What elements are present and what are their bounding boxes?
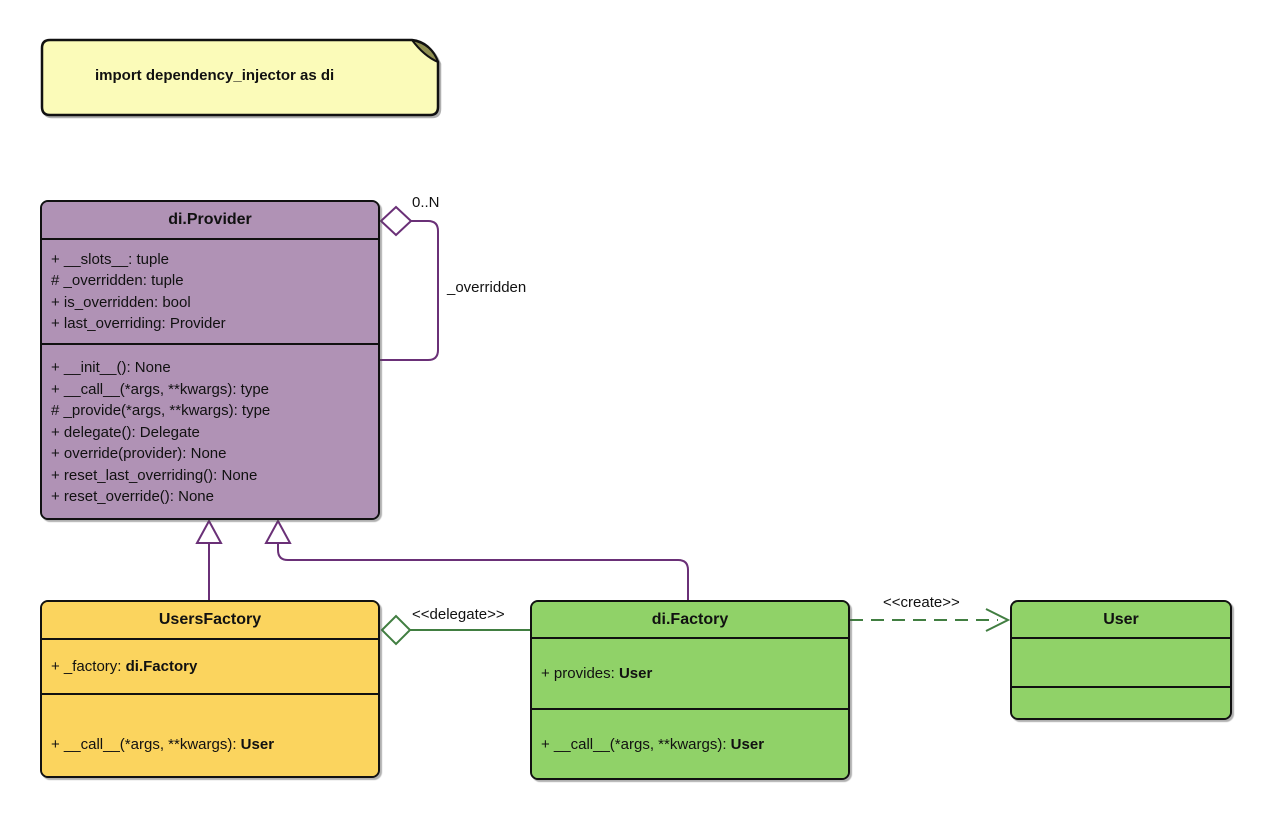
open-arrowhead	[985, 608, 1011, 632]
multiplicity-label: 0..N	[412, 194, 440, 211]
class-di-factory: di.Factory + provides: User + __call__(*…	[530, 600, 850, 780]
methods-compartment: + __init__(): None + __call__(*args, **k…	[42, 345, 378, 518]
attributes-compartment	[1012, 639, 1230, 688]
delegate-stereotype-label: <<delegate>>	[412, 606, 505, 623]
class-user: User	[1010, 600, 1232, 720]
methods-compartment	[1012, 688, 1230, 718]
attribute: + __slots__: tuple	[51, 250, 170, 268]
attributes-compartment: + _factory: di.Factory	[42, 640, 378, 695]
class-title: di.Provider	[42, 202, 378, 240]
class-di-provider: di.Provider + __slots__: tuple # _overri…	[40, 200, 380, 520]
inheritance-usersfactory-connector	[195, 518, 223, 600]
method: + override(provider): None	[51, 445, 227, 463]
note-import-statement: import dependency_injector as di	[95, 67, 335, 84]
aggregation-overridden-connector	[379, 205, 439, 361]
create-stereotype-label: <<create>>	[883, 594, 960, 611]
method: # _provide(*args, **kwargs): type	[51, 402, 271, 420]
class-title: User	[1012, 602, 1230, 639]
inheritance-triangle	[195, 518, 223, 544]
attribute: + last_overriding: Provider	[51, 315, 226, 332]
inheritance-factory-connector	[264, 518, 689, 600]
class-usersfactory: UsersFactory + _factory: di.Factory + __…	[40, 600, 380, 778]
methods-compartment: + __call__(*args, **kwargs): User	[42, 695, 378, 776]
attribute: + provides: User	[541, 664, 653, 682]
delegate-diamond	[380, 614, 412, 646]
attribute: + _factory: di.Factory	[51, 657, 198, 675]
attribute: # _overridden: tuple	[51, 272, 184, 289]
attributes-compartment: + __slots__: tuple # _overridden: tuple …	[42, 240, 378, 345]
method: + reset_override(): None	[51, 488, 214, 506]
overridden-role-label: _overridden	[447, 279, 527, 296]
method: + __init__(): None	[51, 359, 171, 377]
aggregation-diamond	[379, 205, 413, 237]
attribute: + is_overridden: bool	[51, 293, 191, 311]
method: + delegate(): Delegate	[51, 423, 200, 441]
method: + __call__(*args, **kwargs): User	[541, 736, 765, 754]
class-title: UsersFactory	[42, 602, 378, 640]
method: + __call__(*args, **kwargs): type	[51, 380, 270, 398]
inheritance-triangle	[264, 518, 292, 544]
method: + __call__(*args, **kwargs): User	[51, 735, 275, 753]
create-dependency-connector	[850, 608, 1011, 632]
method: + reset_last_overriding(): None	[51, 466, 258, 484]
class-title: di.Factory	[532, 602, 848, 639]
attributes-compartment: + provides: User	[532, 639, 848, 710]
methods-compartment: + __call__(*args, **kwargs): User	[532, 710, 848, 778]
